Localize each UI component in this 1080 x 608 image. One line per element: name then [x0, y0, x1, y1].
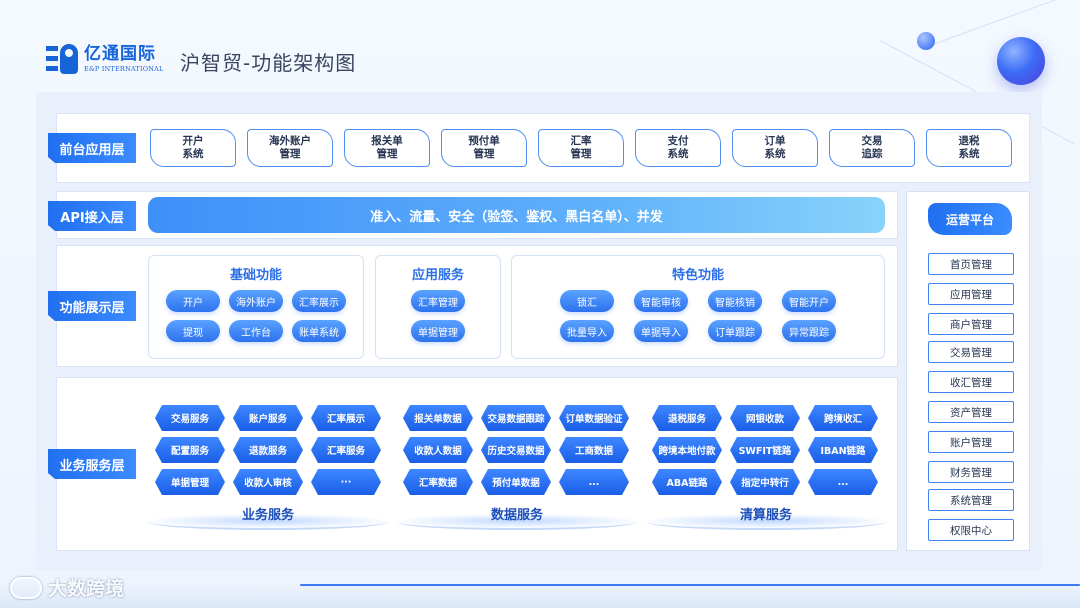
app-account-opening: 开户 系统 — [150, 129, 236, 167]
service-item: 历史交易数据 — [481, 437, 551, 463]
ops-item: 系统管理 — [928, 489, 1014, 511]
app-order: 订单 系统 — [732, 129, 818, 167]
ops-item: 权限中心 — [928, 519, 1014, 541]
service-item: IBAN链路 — [808, 437, 878, 463]
group-title-app-service: 应用服务 — [375, 264, 501, 283]
func-item: 智能开户 — [782, 290, 836, 312]
service-item: SWFIT链路 — [730, 437, 800, 463]
watermark: 大数跨境 — [10, 574, 124, 601]
service-item: 订单数据验证 — [559, 405, 629, 431]
ops-item: 账户管理 — [928, 431, 1014, 453]
service-item: 退税服务 — [652, 405, 722, 431]
service-item: 收款人数据 — [403, 437, 473, 463]
func-item: 账单系统 — [292, 320, 346, 342]
func-item: 提现 — [166, 320, 220, 342]
bottom-accent-line — [300, 584, 1080, 586]
service-item: 预付单数据 — [481, 469, 551, 495]
func-item: 工作台 — [229, 320, 283, 342]
app-exchange-rate: 汇率 管理 — [538, 129, 624, 167]
service-item: 指定中转行 — [730, 469, 800, 495]
func-item: 锁汇 — [560, 290, 614, 312]
app-overseas-account: 海外账户 管理 — [247, 129, 333, 167]
group-title-clearing: 清算服务 — [646, 504, 886, 523]
ops-item: 财务管理 — [928, 461, 1014, 483]
app-prepayment: 预付单 管理 — [441, 129, 527, 167]
service-item: ... — [808, 469, 878, 495]
service-item: 网银收款 — [730, 405, 800, 431]
decor-line — [930, 0, 1062, 46]
func-item: 单据管理 — [411, 320, 465, 342]
app-customs-declaration: 报关单 管理 — [344, 129, 430, 167]
layer-label-api: API接入层 — [48, 201, 136, 231]
app-transaction-tracking: 交易 追踪 — [829, 129, 915, 167]
service-item: 汇率展示 — [311, 405, 381, 431]
page-title: 沪智贸-功能架构图 — [180, 47, 356, 76]
api-access-bar: 准入、流量、安全（验签、鉴权、黑白名单）、并发 — [148, 197, 885, 233]
logo-mark-icon — [46, 44, 78, 74]
service-item: 汇率服务 — [311, 437, 381, 463]
service-item: 单据管理 — [155, 469, 225, 495]
layer-label-function: 功能展示层 — [48, 291, 136, 321]
group-title-basic: 基础功能 — [148, 264, 364, 283]
func-item: 单据导入 — [634, 320, 688, 342]
func-item: 智能核销 — [708, 290, 762, 312]
func-item: 智能审核 — [634, 290, 688, 312]
watermark-logo-icon — [10, 577, 42, 599]
func-item: 汇率展示 — [292, 290, 346, 312]
func-item: 开户 — [166, 290, 220, 312]
service-item: 汇率数据 — [403, 469, 473, 495]
app-tax-refund: 退税 系统 — [926, 129, 1012, 167]
logo-name-en: E&P INTERNATIONAL — [84, 66, 164, 73]
group-title-data: 数据服务 — [397, 504, 637, 523]
func-item: 批量导入 — [560, 320, 614, 342]
watermark-text: 大数跨境 — [48, 574, 124, 601]
service-item: 交易数据跟踪 — [481, 405, 551, 431]
ops-item: 应用管理 — [928, 283, 1014, 305]
company-logo: 亿通国际 E&P INTERNATIONAL — [46, 44, 164, 74]
service-item: 退款服务 — [233, 437, 303, 463]
func-item: 汇率管理 — [411, 290, 465, 312]
app-payment: 支付 系统 — [635, 129, 721, 167]
ops-item: 收汇管理 — [928, 371, 1014, 393]
service-item: 收款人审核 — [233, 469, 303, 495]
service-item: 工商数据 — [559, 437, 629, 463]
decor-sphere-small — [917, 32, 935, 50]
func-item: 异常跟踪 — [782, 320, 836, 342]
ops-item: 交易管理 — [928, 341, 1014, 363]
logo-name-cn: 亿通国际 — [84, 46, 164, 63]
layer-label-frontend: 前台应用层 — [48, 133, 136, 163]
ops-item: 商户管理 — [928, 313, 1014, 335]
group-title-special: 特色功能 — [511, 264, 885, 283]
ops-item: 资产管理 — [928, 401, 1014, 423]
service-item: 跨境本地付款 — [652, 437, 722, 463]
service-item: 交易服务 — [155, 405, 225, 431]
service-item: 配置服务 — [155, 437, 225, 463]
service-item: 账户服务 — [233, 405, 303, 431]
func-item: 海外账户 — [229, 290, 283, 312]
service-item: ABA链路 — [652, 469, 722, 495]
service-item: 报关单数据 — [403, 405, 473, 431]
group-title-business: 业务服务 — [148, 504, 388, 523]
func-item: 订单跟踪 — [708, 320, 762, 342]
ops-platform-title: 运营平台 — [928, 203, 1012, 235]
service-item: ··· — [311, 469, 381, 495]
service-item: 跨境收汇 — [808, 405, 878, 431]
layer-label-business: 业务服务层 — [48, 449, 136, 479]
decor-sphere-large — [997, 37, 1045, 85]
service-item: ... — [559, 469, 629, 495]
ops-item: 首页管理 — [928, 253, 1014, 275]
